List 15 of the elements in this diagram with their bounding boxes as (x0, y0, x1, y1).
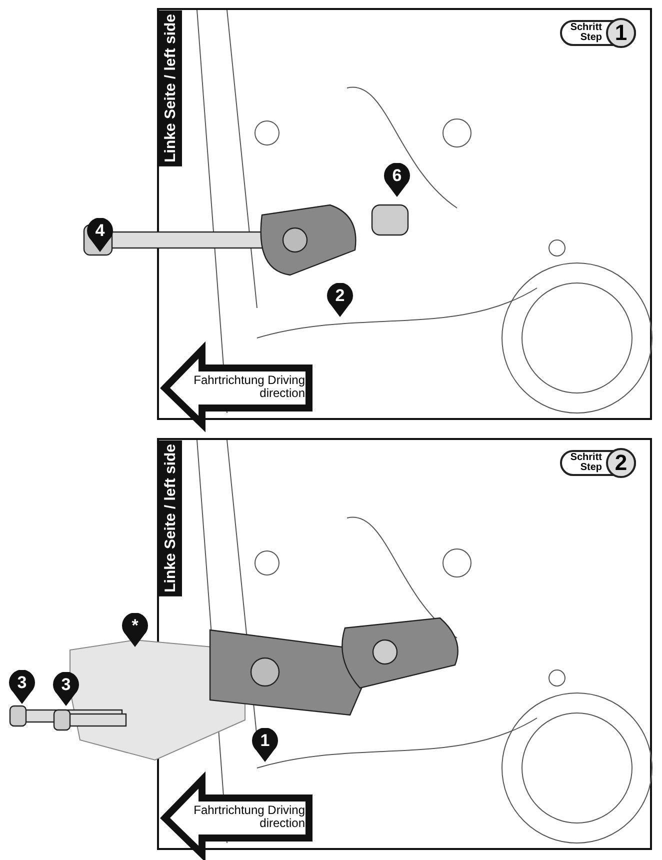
callout-number: 1 (252, 728, 278, 762)
step-badge (560, 450, 636, 476)
callout-number: 2 (327, 283, 353, 317)
step-badge (560, 20, 636, 46)
direction-label: Fahrtrichtung Driving direction (192, 804, 305, 830)
side-label: Linke Seite / left side (159, 440, 182, 596)
step-label: Schritt Step (570, 453, 602, 473)
callout-number: 6 (384, 163, 410, 197)
callout-number: * (122, 613, 148, 647)
callout-number: 3 (9, 670, 35, 704)
callout-number: 3 (53, 672, 79, 706)
direction-label: Fahrtrichtung Driving direction (192, 374, 305, 400)
step-label: Schritt Step (570, 23, 602, 43)
side-label: Linke Seite / left side (159, 10, 182, 166)
callout-number: 4 (87, 218, 113, 252)
